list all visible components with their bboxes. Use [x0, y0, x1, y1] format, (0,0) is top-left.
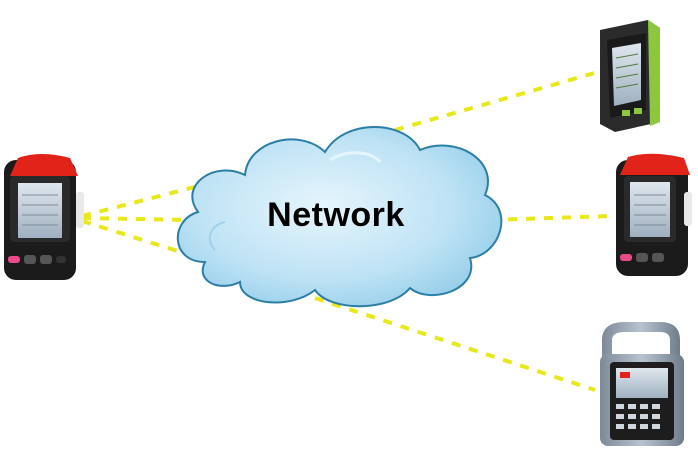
link-to-bottom-device	[314, 296, 596, 392]
link-source-upper	[81, 178, 223, 218]
network-cloud	[176, 126, 503, 308]
network-label: Network	[267, 196, 405, 234]
target-device-tablet	[600, 20, 660, 132]
link-source-middle	[81, 216, 191, 222]
link-to-middle-device	[489, 214, 613, 222]
target-device-field-tester	[600, 322, 684, 446]
target-device-handheld	[616, 153, 692, 276]
link-source-lower	[81, 219, 201, 260]
network-links	[81, 70, 613, 392]
source-device-handheld	[4, 154, 84, 280]
link-to-top-device	[394, 70, 599, 132]
